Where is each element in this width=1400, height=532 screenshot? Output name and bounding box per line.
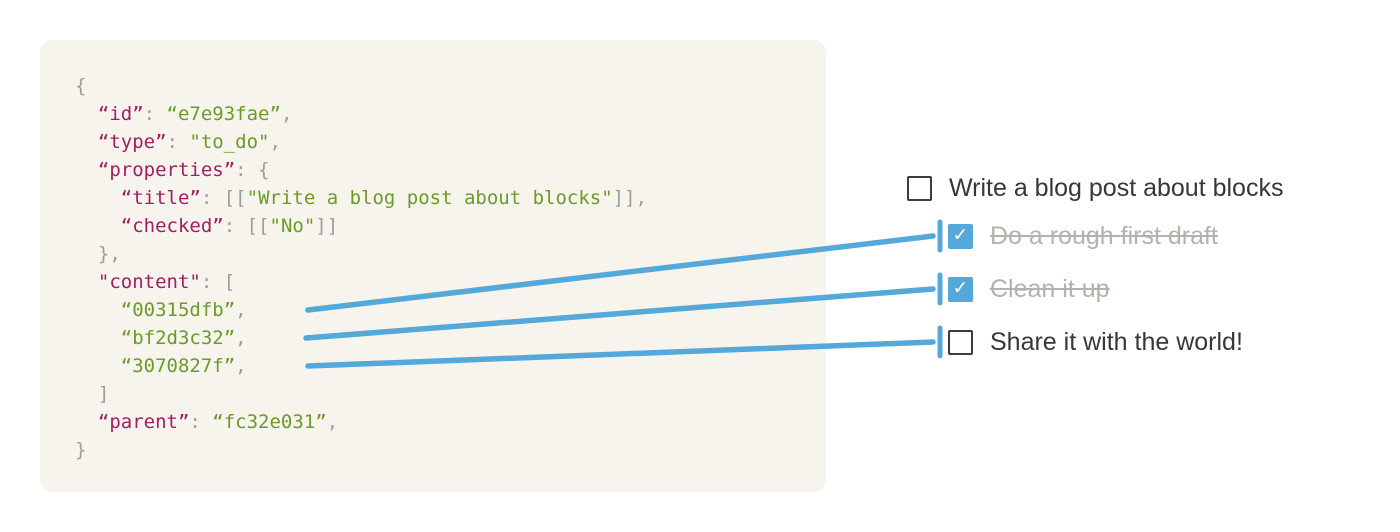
- code-token-key: “id”: [97, 103, 144, 125]
- code-token-str: “00315dfb”: [120, 299, 236, 321]
- code-token-pun: [75, 299, 121, 321]
- code-token-pun: ]],: [612, 187, 647, 209]
- code-token-pun: [75, 355, 121, 377]
- code-token-key: “type”: [97, 131, 167, 153]
- code-token-pun: [75, 411, 98, 433]
- code-token-key: “title”: [120, 187, 201, 209]
- code-token-pun: [[: [246, 215, 270, 237]
- code-token-pun: :: [166, 131, 190, 153]
- todo-item-label: Share it with the world!: [990, 327, 1243, 356]
- code-token-pun: [: [223, 271, 236, 293]
- code-token-pun: [75, 215, 121, 237]
- code-token-str: "No": [269, 215, 316, 237]
- code-token-str: “bf2d3c32”: [120, 327, 236, 349]
- code-line: “type”: "to_do",: [75, 128, 647, 156]
- checkbox-unchecked[interactable]: [948, 329, 973, 355]
- code-token-pun: :: [143, 103, 167, 125]
- code-token-pun: ,: [235, 355, 247, 377]
- code-line: “3070827f”,: [75, 352, 647, 380]
- code-line: “bf2d3c32”,: [75, 324, 647, 352]
- code-token-pun: },: [97, 243, 121, 265]
- code-line: ]: [75, 380, 647, 408]
- todo-item-label: Write a blog post about blocks: [949, 173, 1284, 202]
- code-token-pun: [75, 383, 98, 405]
- code-line: “parent”: “fc32e031”,: [75, 408, 647, 436]
- code-token-pun: :: [200, 271, 224, 293]
- todo-item: Write a blog post about blocks: [907, 168, 1283, 208]
- code-token-key: “properties”: [97, 159, 236, 181]
- todo-item: ✓ Do a rough first draft: [948, 216, 1218, 256]
- code-token-pun: [75, 103, 98, 125]
- checkmark-icon: ✓: [952, 276, 969, 299]
- code-token-pun: {: [258, 159, 270, 181]
- todo-item: Share it with the world!: [948, 322, 1243, 362]
- code-line: "content": [: [75, 268, 647, 296]
- code-token-pun: ,: [280, 103, 293, 125]
- checkbox-checked[interactable]: ✓: [948, 276, 973, 302]
- code-token-pun: ]: [97, 383, 110, 405]
- code-token-pun: [75, 187, 121, 209]
- code-token-pun: [75, 327, 121, 349]
- code-line: “properties”: {: [75, 156, 647, 184]
- code-token-pun: [[: [223, 187, 247, 209]
- code-token-pun: [75, 159, 98, 181]
- todo-item: ✓ Clean it up: [948, 269, 1110, 309]
- code-token-pun: [75, 243, 98, 265]
- code-token-key: “parent”: [97, 411, 190, 433]
- code-token-key: "content": [97, 271, 201, 293]
- checkmark-icon: ✓: [952, 223, 969, 246]
- code-token-str: “3070827f”: [120, 355, 236, 377]
- code-token-pun: ,: [269, 131, 281, 153]
- code-line: “00315dfb”,: [75, 296, 647, 324]
- code-token-pun: }: [75, 439, 87, 461]
- code-token-pun: [75, 131, 98, 153]
- checkbox-checked[interactable]: ✓: [948, 223, 973, 249]
- code-token-pun: ,: [326, 411, 339, 433]
- code-token-str: “fc32e031”: [212, 411, 327, 433]
- code-token-pun: ,: [235, 299, 247, 321]
- json-code-block: { “id”: “e7e93fae”, “type”: "to_do", “pr…: [75, 72, 647, 464]
- code-token-pun: :: [189, 411, 213, 433]
- code-token-pun: :: [200, 187, 224, 209]
- code-token-str: "to_do": [189, 131, 270, 153]
- checkbox-unchecked[interactable]: [907, 175, 932, 201]
- code-token-str: “e7e93fae”: [166, 103, 281, 125]
- code-token-pun: :: [235, 159, 259, 181]
- code-line: },: [75, 240, 647, 268]
- code-line: “id”: “e7e93fae”,: [75, 100, 647, 128]
- code-token-key: “checked”: [120, 215, 224, 237]
- code-line: {: [75, 72, 647, 100]
- code-token-pun: {: [75, 75, 87, 97]
- todo-item-label: Do a rough first draft: [990, 221, 1218, 250]
- todo-item-label: Clean it up: [990, 274, 1110, 303]
- code-token-pun: ,: [235, 327, 247, 349]
- code-line: “title”: [["Write a blog post about bloc…: [75, 184, 647, 212]
- code-line: “checked”: [["No"]]: [75, 212, 647, 240]
- code-token-pun: [75, 271, 98, 293]
- code-token-str: "Write a blog post about blocks": [246, 187, 613, 209]
- code-token-pun: ]]: [315, 215, 339, 237]
- json-code-panel: { “id”: “e7e93fae”, “type”: "to_do", “pr…: [40, 40, 826, 492]
- code-token-pun: :: [223, 215, 247, 237]
- code-line: }: [75, 436, 647, 464]
